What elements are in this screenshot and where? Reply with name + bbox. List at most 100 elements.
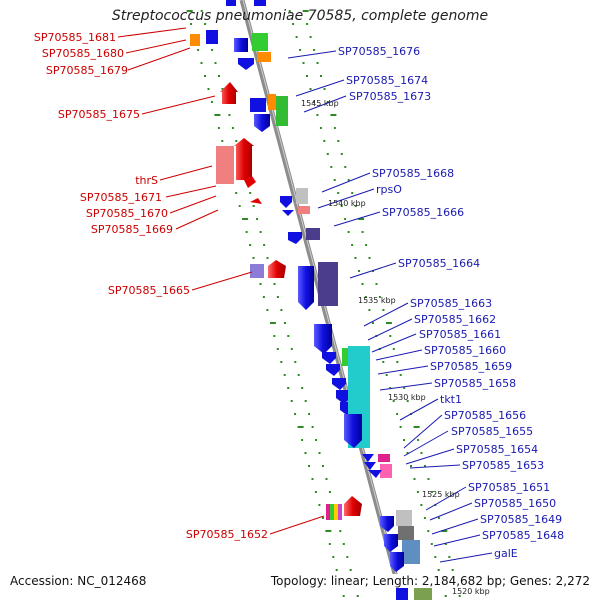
tick-mark xyxy=(252,257,255,259)
tick-mark xyxy=(318,504,321,506)
accession-text: Accession: NC_012468 xyxy=(8,574,149,588)
tick-mark xyxy=(316,114,319,116)
gene-label[interactable]: SP70585_1671 xyxy=(80,191,162,204)
tick-mark xyxy=(316,62,319,64)
gene-label[interactable]: SP70585_1662 xyxy=(414,313,496,326)
tick-mark xyxy=(368,257,371,259)
tick-mark xyxy=(403,439,406,441)
tick-mark xyxy=(249,192,252,194)
tick-mark xyxy=(399,374,402,376)
gene-block xyxy=(296,188,308,204)
gene-label[interactable]: SP70585_1652 xyxy=(186,528,268,541)
tick-mark xyxy=(344,166,347,168)
tick-mark xyxy=(430,491,433,493)
gene-label[interactable]: SP70585_1673 xyxy=(349,90,431,103)
tick-mark xyxy=(434,556,437,558)
gene-arrow xyxy=(384,534,398,552)
tick-mark xyxy=(389,335,392,337)
gene-label[interactable]: SP70585_1654 xyxy=(456,443,538,456)
tick-mark xyxy=(312,101,315,103)
tick-mark xyxy=(337,192,340,194)
gene-label[interactable]: SP70585_1655 xyxy=(451,425,533,438)
gene-label[interactable]: tkt1 xyxy=(440,393,462,406)
gene-label[interactable]: SP70585_1681 xyxy=(34,31,116,44)
tick-mark xyxy=(451,569,454,571)
gene-label[interactable]: SP70585_1664 xyxy=(398,257,480,270)
tick-mark xyxy=(335,569,338,571)
gene-label[interactable]: SP70585_1674 xyxy=(346,74,428,87)
tick-mark xyxy=(420,504,423,506)
tick-mark xyxy=(382,361,385,363)
gene-label[interactable]: SP70585_1679 xyxy=(46,64,128,77)
tick-mark xyxy=(306,23,309,25)
tick-mark xyxy=(340,153,343,155)
tick-mark xyxy=(339,530,342,532)
gene-arrow xyxy=(288,232,302,244)
gene-label[interactable]: SP70585_1680 xyxy=(42,47,124,60)
tick-mark xyxy=(273,283,276,285)
tick-mark xyxy=(323,88,326,90)
gene-label[interactable]: SP70585_1675 xyxy=(58,108,140,121)
gene-label[interactable]: thrS xyxy=(135,174,158,187)
gene-label[interactable]: SP70585_1649 xyxy=(480,513,562,526)
tick-mark xyxy=(328,543,331,545)
tick-mark xyxy=(351,244,354,246)
tick-mark xyxy=(358,218,365,220)
tick-mark xyxy=(276,348,279,350)
gene-label[interactable]: SP70585_1669 xyxy=(91,223,173,236)
gene-block xyxy=(206,30,218,44)
tick-mark xyxy=(235,192,238,194)
tick-mark xyxy=(318,452,321,454)
gene-label[interactable]: SP70585_1660 xyxy=(424,344,506,357)
gene-block xyxy=(318,262,338,306)
gene-label[interactable]: SP70585_1653 xyxy=(462,459,544,472)
gene-label[interactable]: SP70585_1656 xyxy=(444,409,526,422)
kbp-markers: 1545 kbp 1540 kbp 1535 kbp 1530 kbp 1525… xyxy=(301,99,490,596)
tick-mark xyxy=(302,10,309,12)
gene-label[interactable]: SP70585_1663 xyxy=(410,297,492,310)
tick-mark xyxy=(420,452,423,454)
gene-label[interactable]: SP70585_1651 xyxy=(468,481,550,494)
tick-mark xyxy=(308,413,311,415)
gene-block xyxy=(398,526,414,540)
gene-block xyxy=(414,586,432,600)
tick-mark xyxy=(361,231,364,233)
tick-mark xyxy=(297,426,304,428)
tick-mark xyxy=(406,400,409,402)
tick-mark xyxy=(371,322,374,324)
gene-label[interactable]: SP70585_1659 xyxy=(430,360,512,373)
gene-label[interactable]: SP70585_1658 xyxy=(434,377,516,390)
gene-label[interactable]: SP70585_1676 xyxy=(338,45,420,58)
tick-mark xyxy=(309,36,312,38)
tick-mark xyxy=(382,309,385,311)
gene-label[interactable]: SP70585_1666 xyxy=(382,206,464,219)
gene-arrow xyxy=(336,390,350,404)
tick-mark xyxy=(262,296,265,298)
tick-mark xyxy=(228,114,231,116)
gene-label[interactable]: SP70585_1670 xyxy=(86,207,168,220)
tick-mark xyxy=(259,231,262,233)
gene-block xyxy=(216,146,234,184)
tick-mark xyxy=(427,530,430,532)
tick-mark xyxy=(326,101,329,103)
tick-mark xyxy=(368,309,371,311)
tick-mark xyxy=(308,465,310,467)
tick-mark xyxy=(330,114,337,116)
gene-label[interactable]: SP70585_1648 xyxy=(482,529,564,542)
tick-mark xyxy=(424,465,426,467)
tick-mark xyxy=(378,296,381,298)
tick-mark xyxy=(256,218,259,220)
gene-label[interactable]: SP70585_1668 xyxy=(372,167,454,180)
gene-label[interactable]: galE xyxy=(494,547,518,560)
gene-label[interactable]: rpsO xyxy=(376,183,402,196)
tick-mark xyxy=(333,179,336,181)
gene-block xyxy=(250,264,264,278)
tick-mark xyxy=(365,244,368,246)
right-gene-labels: SP70585_1676 SP70585_1674 SP70585_1673 S… xyxy=(338,45,564,560)
gene-label[interactable]: SP70585_1665 xyxy=(108,284,190,297)
gene-label[interactable]: SP70585_1650 xyxy=(474,497,556,510)
tick-mark xyxy=(448,556,451,558)
gene-block xyxy=(326,504,330,520)
gene-label[interactable]: SP70585_1661 xyxy=(419,328,501,341)
kbp-marker: 1525 kbp xyxy=(422,490,460,499)
